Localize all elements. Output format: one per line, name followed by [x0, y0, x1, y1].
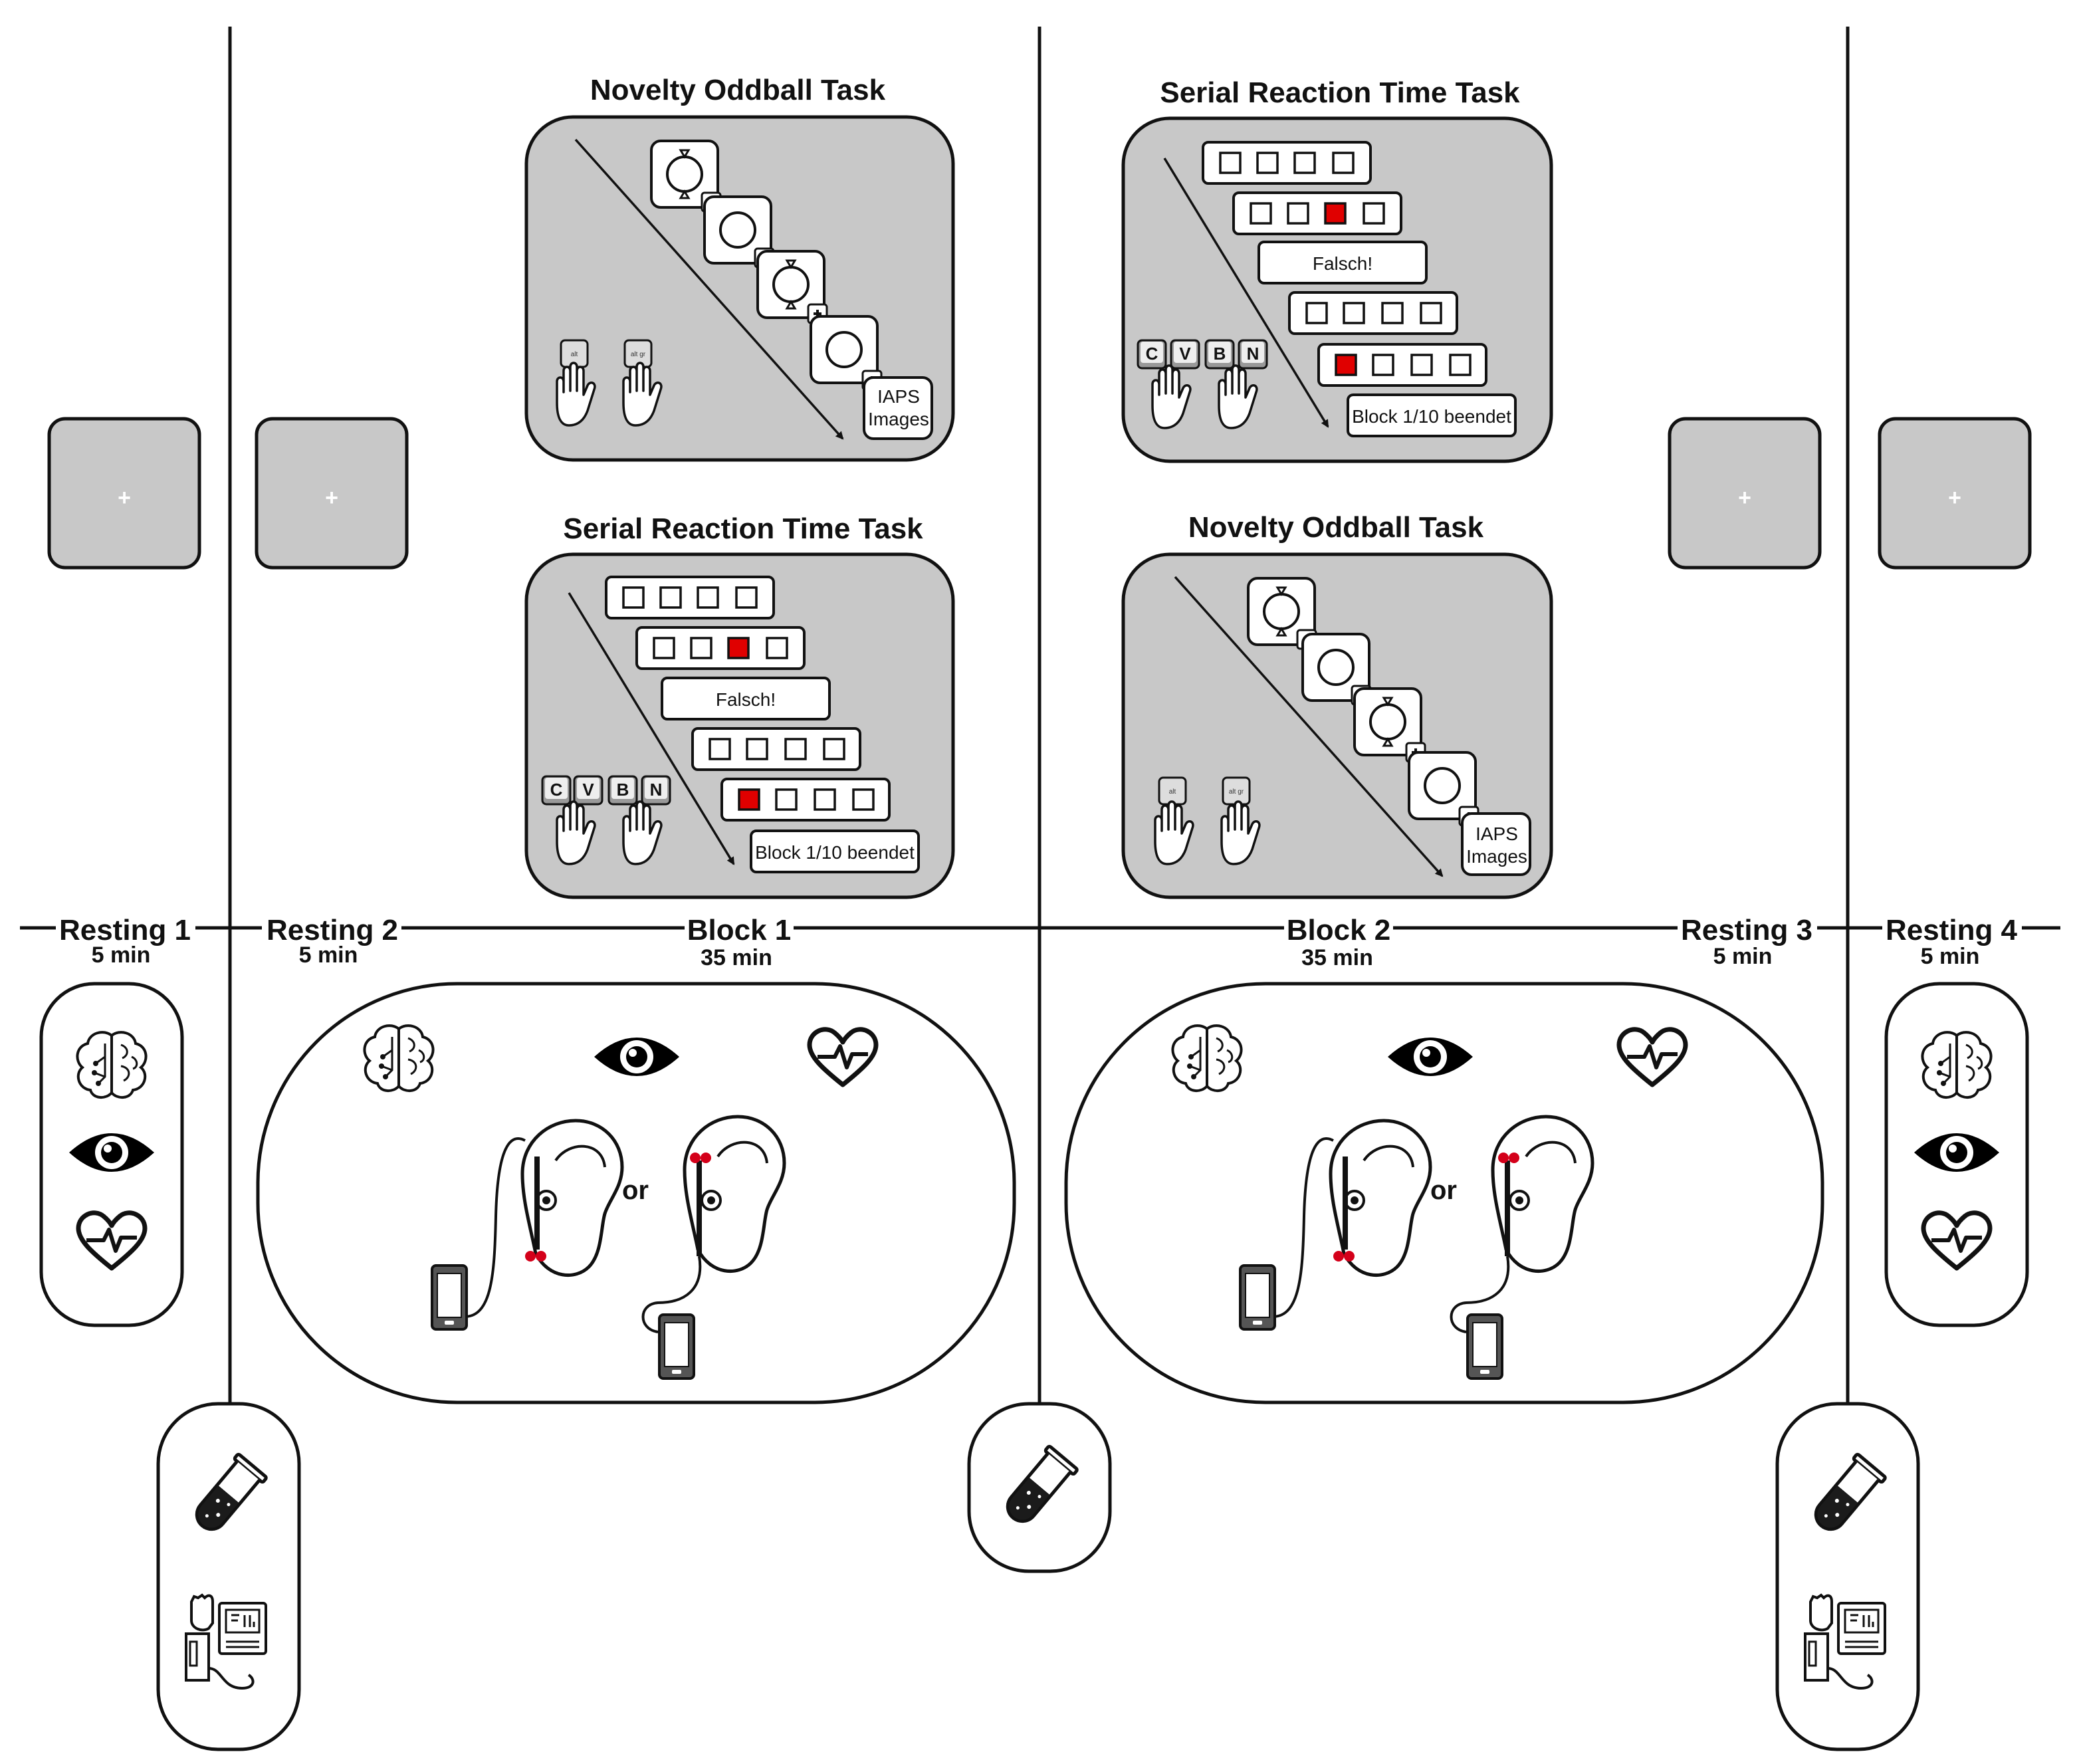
blood-sample-mid [967, 1402, 1112, 1573]
phase-label-resting1: Resting 1 [59, 914, 191, 946]
key-c: C [550, 780, 563, 800]
fixation-screens: + + + + [47, 417, 2032, 570]
blood-sample-post [1775, 1402, 1920, 1751]
brain-icon [363, 1024, 435, 1093]
brain-icon [1921, 1031, 1993, 1099]
iaps-label: IAPS [1476, 824, 1518, 844]
target-square [727, 637, 750, 659]
target-square [738, 788, 760, 811]
key-n: N [650, 780, 663, 800]
response-keys: C V B N [1137, 339, 1268, 370]
fixation-cross: + [325, 485, 338, 510]
block1-srt-panel: Serial Reaction Time Task Falsch! Block … [524, 512, 955, 899]
phase-label-resting2: Resting 2 [267, 914, 398, 946]
altgr-key: alt gr [631, 351, 646, 358]
phase-labels: Resting 1 5 min Resting 2 5 min Block 1 … [56, 911, 2022, 970]
panel-title: Novelty Oddball Task [590, 74, 886, 106]
fixation-cross: + [1738, 485, 1751, 510]
or-label: or [1430, 1176, 1457, 1205]
fixation-screen-resting3: + [1668, 417, 1822, 570]
phase-duration-block2: 35 min [1301, 945, 1373, 970]
phase-duration-resting4: 5 min [1921, 944, 1980, 969]
target-square [1324, 202, 1347, 225]
fixation-screen-resting2: + [255, 417, 409, 570]
smartphone-icon [431, 1264, 468, 1331]
altgr-key: alt gr [1229, 788, 1244, 796]
resting1-measures [39, 982, 184, 1327]
phase-duration-resting3: 5 min [1713, 944, 1773, 969]
target-square [1335, 354, 1357, 376]
panel-title: Novelty Oddball Task [1188, 511, 1484, 544]
block2-measures: or [1064, 982, 1824, 1404]
alt-key: alt [1169, 788, 1176, 796]
smartphone-icon [658, 1313, 695, 1380]
phase-label-resting3: Resting 3 [1681, 914, 1812, 946]
blood-sample-pre [156, 1402, 301, 1751]
block2-srt-panel: Serial Reaction Time Task Falsch! Block … [1121, 76, 1553, 463]
resting4-measures [1884, 982, 2029, 1327]
key-n: N [1247, 344, 1259, 364]
fixation-screen-resting1: + [47, 417, 201, 570]
block1-oddball-panel: Novelty Oddball Task IAPS Images alt alt… [524, 74, 955, 462]
fixation-cross: + [1948, 485, 1961, 510]
panel-title: Serial Reaction Time Task [563, 512, 923, 545]
iaps-label-2: Images [868, 409, 929, 429]
phase-label-block1: Block 1 [687, 914, 792, 946]
panel-title: Serial Reaction Time Task [1160, 76, 1520, 109]
phase-label-resting4: Resting 4 [1886, 914, 2018, 946]
key-v: V [1179, 344, 1191, 364]
key-b: B [617, 780, 629, 800]
phase-duration-resting1: 5 min [92, 942, 151, 968]
phase-duration-block1: 35 min [701, 945, 772, 970]
key-v: V [582, 780, 594, 800]
brain-icon [1171, 1024, 1243, 1093]
iaps-label-2: Images [1466, 846, 1527, 867]
block-end-text: Block 1/10 beendet [755, 842, 915, 863]
block1-measures: or [256, 982, 1016, 1404]
iaps-label: IAPS [877, 386, 920, 407]
alt-key: alt [571, 351, 578, 358]
block-end-text: Block 1/10 beendet [1352, 406, 1511, 427]
fixation-cross: + [118, 485, 131, 510]
feedback-text: Falsch! [716, 689, 776, 710]
fixation-screen-resting4: + [1878, 417, 2032, 570]
key-b: B [1214, 344, 1226, 364]
phase-label-block2: Block 2 [1287, 914, 1391, 946]
smartphone-icon [1466, 1313, 1503, 1380]
smartphone-icon [1239, 1264, 1276, 1331]
or-label: or [622, 1176, 649, 1205]
key-c: C [1146, 344, 1158, 364]
feedback-text: Falsch! [1313, 253, 1372, 274]
response-keys: C V B N [541, 775, 671, 806]
brain-icon [76, 1031, 148, 1099]
phase-duration-resting2: 5 min [299, 942, 358, 968]
block2-oddball-panel: Novelty Oddball Task IAPS Images alt alt… [1121, 511, 1553, 899]
